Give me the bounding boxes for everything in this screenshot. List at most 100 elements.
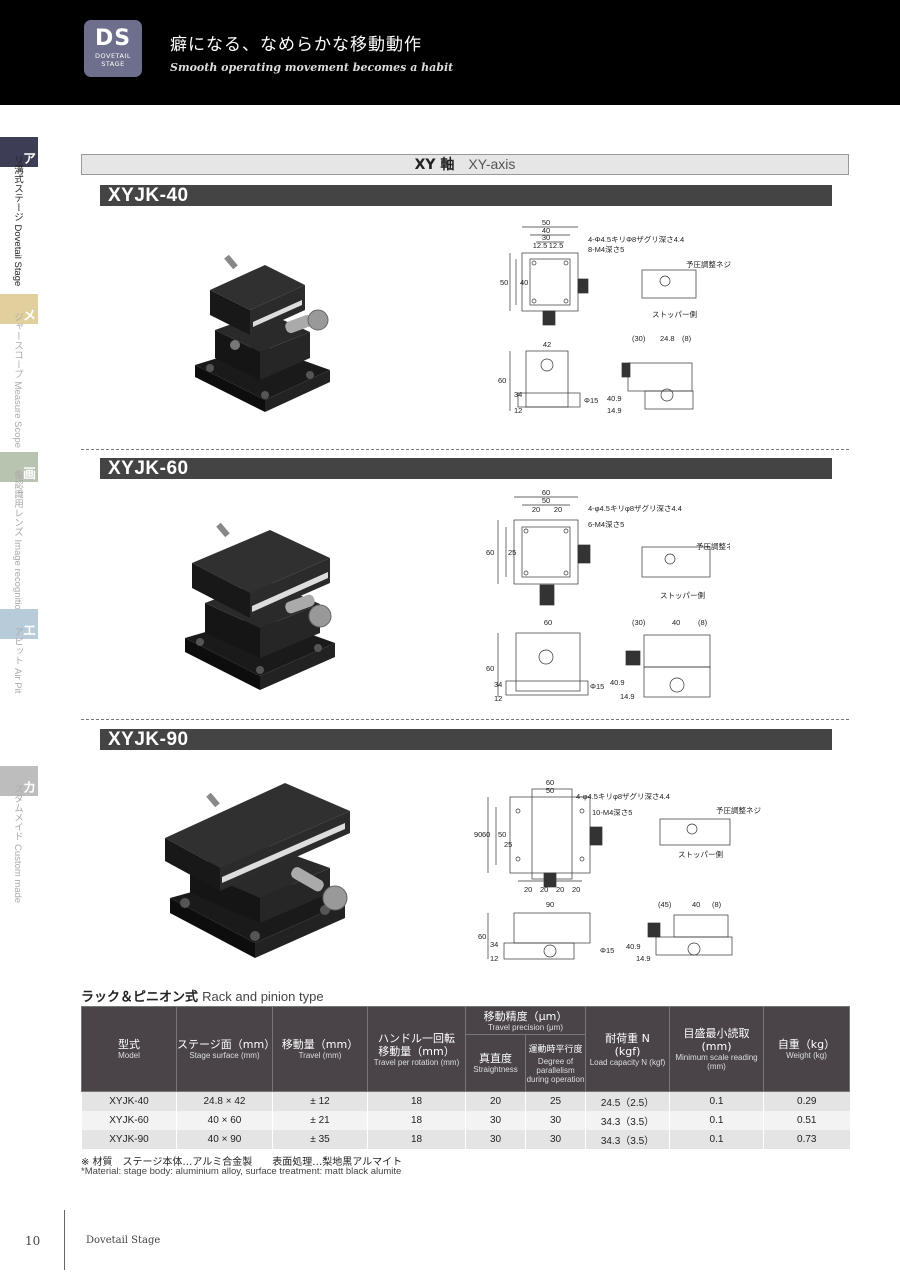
side-tab-image-lens[interactable]: 画 像認識用レンズ Image recognition lens bbox=[0, 452, 38, 635]
dim-text: 20 bbox=[556, 885, 564, 894]
dim-text: 50 bbox=[500, 278, 508, 287]
th-jp: 移動量（mm） bbox=[378, 1044, 455, 1058]
adjust-screw-label: 予圧調整ネジ bbox=[696, 541, 730, 551]
cell-weight: 0.73 bbox=[763, 1129, 850, 1149]
dim-text: 60 bbox=[486, 548, 494, 557]
table-title: ラック＆ピニオン式 Rack and pinion type bbox=[81, 986, 324, 1005]
header-title: 癖になる、なめらかな移動動作 bbox=[170, 35, 422, 55]
table-row: XYJK-60 40 × 60 ± 21 18 30 30 34.3（3.5） … bbox=[81, 1110, 850, 1130]
side-tab-air-pit[interactable]: エ アピット Air Pit bbox=[0, 609, 38, 739]
side-tab-jp: アピット bbox=[12, 627, 23, 665]
th-rotation: ハンドル一回転移動量（mm）Travel per rotation (mm) bbox=[367, 1006, 466, 1092]
dim-text: 12.5 bbox=[549, 241, 564, 250]
note-holes: 4-φ4.5キリφ8ザグリ深さ4.4 bbox=[576, 791, 670, 801]
cell-load: 24.5（2.5） bbox=[585, 1091, 670, 1111]
cell-scale: 0.1 bbox=[669, 1091, 764, 1111]
dim-text: (8) bbox=[682, 334, 692, 343]
side-tab-first-char: エ bbox=[22, 624, 36, 639]
side-tab-jp: 像認識用レンズ bbox=[12, 470, 23, 537]
model-title-xyjk-40: XYJK-40 bbox=[100, 185, 832, 206]
dim-text: 42 bbox=[543, 340, 551, 349]
th-jp: (mm) bbox=[701, 1040, 732, 1053]
adjust-screw-label: 予圧調整ネジ bbox=[686, 259, 731, 269]
product-photo-xyjk-40 bbox=[195, 254, 330, 412]
dim-text: 40.9 bbox=[610, 678, 625, 687]
side-tab-jp: リ溝式ステージ bbox=[12, 155, 23, 222]
material-note-en: *Material: stage body: aluminium alloy, … bbox=[81, 1166, 402, 1177]
dim-text: 40 bbox=[672, 618, 680, 627]
dim-text: 20 bbox=[524, 885, 532, 894]
th-jp: 耐荷重 N bbox=[605, 1031, 650, 1045]
side-tab-label: 像認識用レンズ Image recognition lens bbox=[12, 470, 23, 635]
dim-text: 34 bbox=[514, 390, 522, 399]
dim-text: 90 bbox=[546, 900, 554, 909]
cell-surface: 40 × 60 bbox=[176, 1110, 273, 1130]
dim-text: 60 bbox=[482, 830, 490, 839]
side-tab-block: エ bbox=[0, 609, 38, 639]
product-photo-xyjk-60 bbox=[185, 522, 335, 690]
th-en: Load capacity N (kgf) bbox=[589, 1057, 666, 1067]
side-tab-measure[interactable]: メ ジャースコープ Measure Scope bbox=[0, 294, 38, 448]
side-tab-dovetail[interactable]: ア リ溝式ステージ Dovetail Stage bbox=[0, 137, 38, 287]
cell-model: XYJK-90 bbox=[81, 1129, 177, 1149]
cell-straightness: 20 bbox=[465, 1091, 526, 1111]
material-note-jp: ※ 材質 ステージ本体…アルミ合金製 表面処理…梨地黒アルマイト bbox=[81, 1157, 403, 1168]
dim-text: (8) bbox=[712, 900, 722, 909]
stopper-label: ストッパー側 bbox=[652, 309, 697, 319]
dim-text: (45) bbox=[658, 900, 672, 909]
table-row: XYJK-40 24.8 × 42 ± 12 18 20 25 24.5（2.5… bbox=[81, 1091, 850, 1111]
dim-text: 50 bbox=[498, 830, 506, 839]
side-tab-label: アピット Air Pit bbox=[12, 627, 23, 693]
header-subtitle: Smooth operating movement becomes a habi… bbox=[170, 61, 454, 74]
th-jp: 移動量（mm） bbox=[281, 1038, 359, 1051]
cell-straightness: 30 bbox=[465, 1129, 526, 1149]
th-en: Travel precision (μm) bbox=[488, 1022, 563, 1032]
cell-parallelism: 30 bbox=[525, 1110, 586, 1130]
dim-text: (30) bbox=[632, 618, 646, 627]
badge-line2: Stage bbox=[101, 60, 125, 68]
dim-text: 40.9 bbox=[607, 394, 622, 403]
side-tab-block: カ bbox=[0, 766, 38, 796]
ds-badge: DS Dovetail Stage bbox=[84, 20, 142, 77]
model-title-xyjk-60: XYJK-60 bbox=[100, 458, 832, 479]
dim-text: 60 bbox=[498, 376, 506, 385]
side-tab-jp: スタムメイド bbox=[12, 784, 23, 841]
dim-text: 14.9 bbox=[636, 954, 651, 963]
dim-text: 24.8 bbox=[660, 334, 675, 343]
side-tab-custom[interactable]: カ スタムメイド Custom made bbox=[0, 766, 38, 903]
th-jp: 運動時平行度 bbox=[528, 1045, 583, 1055]
th-en: Travel (mm) bbox=[298, 1051, 342, 1060]
side-tab-en: Custom made bbox=[12, 844, 23, 904]
dim-text: 14.9 bbox=[607, 406, 622, 415]
dim-text: 34 bbox=[494, 680, 502, 689]
side-tab-first-char: ア bbox=[22, 152, 36, 167]
dimension-drawing-xyjk-40: 50 40 30 12.5 12.5 50 40 4-Φ4.5キリΦ8ザグリ深さ… bbox=[498, 218, 731, 415]
cell-surface: 24.8 × 42 bbox=[176, 1091, 273, 1111]
note-taps: 6-M4深さ5 bbox=[588, 520, 624, 529]
cell-model: XYJK-60 bbox=[81, 1110, 177, 1130]
dim-text: 25 bbox=[504, 840, 512, 849]
side-tab-en: Dovetail Stage bbox=[12, 224, 23, 287]
cell-scale: 0.1 bbox=[669, 1110, 764, 1130]
th-en: Straightness bbox=[473, 1065, 518, 1074]
dim-text: 12 bbox=[490, 954, 498, 963]
dim-text: 14.9 bbox=[620, 692, 635, 701]
th-jp: 自重（kg） bbox=[777, 1038, 836, 1051]
footer-divider bbox=[64, 1210, 65, 1270]
dim-text: 20 bbox=[572, 885, 580, 894]
cell-surface: 40 × 90 bbox=[176, 1129, 273, 1149]
dim-text: 40 bbox=[692, 900, 700, 909]
dim-text: 60 bbox=[478, 932, 486, 941]
side-tab-first-char: メ bbox=[22, 309, 36, 324]
section-title-en: XY-axis bbox=[468, 156, 516, 172]
cell-parallelism: 30 bbox=[525, 1129, 586, 1149]
dim-text: 12 bbox=[514, 406, 522, 415]
dim-text: 60 bbox=[542, 488, 550, 497]
product-photo-xyjk-90 bbox=[165, 783, 350, 958]
cell-scale: 0.1 bbox=[669, 1129, 764, 1149]
table-row: XYJK-90 40 × 90 ± 35 18 30 30 34.3（3.5） … bbox=[81, 1129, 850, 1149]
dimension-drawing-xyjk-90: 60 50 90 60 50 25 20 20 20 20 4-φ4.5キリφ8… bbox=[474, 778, 761, 963]
